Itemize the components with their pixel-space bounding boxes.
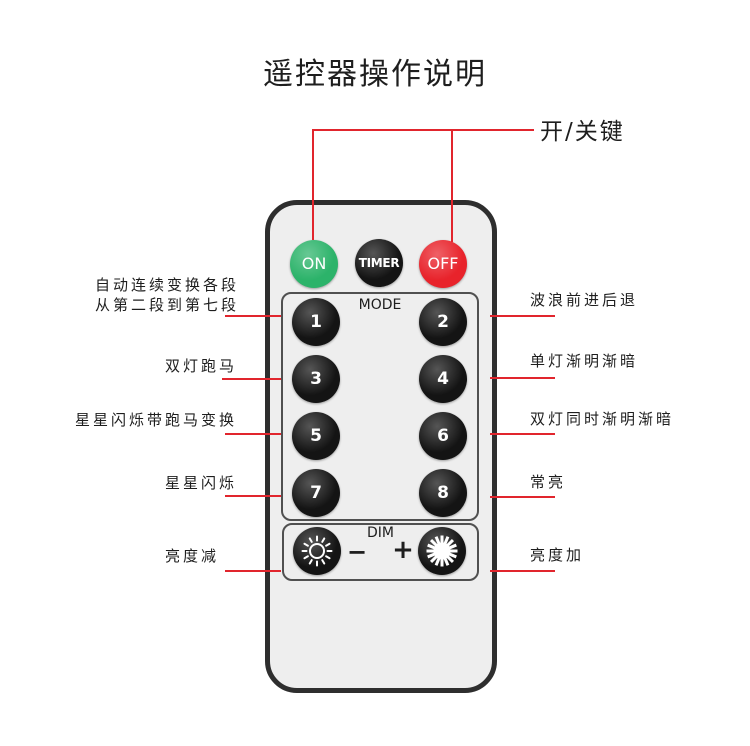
- callout-dim-down-label: 亮度减: [165, 546, 219, 566]
- dim-down-button: [293, 527, 341, 575]
- mode-button-label: 8: [437, 482, 449, 503]
- callout-mode-6-label: 双灯同时渐明渐暗: [530, 409, 674, 429]
- callout-line-mode-4: [490, 377, 555, 379]
- callout-line-mode-7: [225, 495, 281, 497]
- mode-button-grid: 1 2 3 4 5 6 7 8: [292, 298, 467, 517]
- mode-panel: MODE 1 2 3 4 5 6 7 8: [281, 292, 479, 521]
- mode-button-4: 4: [419, 355, 467, 403]
- mode-button-7: 7: [292, 469, 340, 517]
- callout-line-mode-5: [225, 433, 281, 435]
- callout-mode-4-label: 单灯渐明渐暗: [530, 351, 638, 371]
- callout-dim-up-label: 亮度加: [530, 545, 584, 565]
- callout-mode-8-label: 常亮: [530, 472, 566, 492]
- timer-button-label: TIMER: [358, 256, 400, 270]
- callout-line-text: 亮度减: [165, 547, 220, 565]
- callout-line-dim-down: [225, 570, 281, 572]
- mode-button-6: 6: [419, 412, 467, 460]
- callout-line-dim-up: [490, 570, 555, 572]
- dim-label: DIM: [367, 525, 394, 541]
- callout-line-mode-6: [490, 433, 555, 435]
- mode-button-8: 8: [419, 469, 467, 517]
- mode-button-label: 6: [437, 425, 449, 446]
- callout-line-text: 波浪前进后退: [530, 291, 639, 309]
- mode-button-label: 5: [310, 425, 322, 446]
- remote-control: ON TIMER OFF MODE 1 2 3 4 5 6 7 8 DIM: [265, 200, 497, 693]
- power-connector-line: [312, 129, 534, 131]
- off-button-label: OFF: [427, 254, 459, 273]
- mode-button-3: 3: [292, 355, 340, 403]
- sun-outline-icon: [301, 535, 333, 567]
- dim-plus-sign: +: [392, 535, 414, 565]
- on-button: ON: [290, 240, 338, 288]
- mode-label: MODE: [358, 297, 402, 313]
- callout-line-text: 双灯同时渐明渐暗: [530, 410, 675, 428]
- mode-button-label: 2: [437, 311, 449, 332]
- mode-button-5: 5: [292, 412, 340, 460]
- callout-line-text: 单灯渐明渐暗: [530, 352, 639, 370]
- callout-mode-1-label: 自动连续变换各段 从第二段到第七段: [95, 275, 239, 315]
- mode-button-label: 3: [310, 368, 322, 389]
- sun-filled-icon: [426, 535, 458, 567]
- callout-line-text: 自动连续变换各段: [95, 276, 240, 294]
- dim-up-button: [418, 527, 466, 575]
- callout-mode-2-label: 波浪前进后退: [530, 290, 638, 310]
- power-connector-line-on: [312, 129, 314, 240]
- on-button-label: ON: [301, 254, 327, 273]
- dim-minus-sign: −: [346, 538, 368, 566]
- callout-line-mode-2: [490, 315, 555, 317]
- callout-line-text: 亮度加: [530, 546, 585, 564]
- mode-button-label: 1: [310, 311, 322, 332]
- callout-line-mode-1: [225, 315, 281, 317]
- dim-panel: DIM: [282, 523, 479, 581]
- callout-mode-3-label: 双灯跑马: [165, 356, 237, 376]
- callout-line-text: 双灯跑马: [165, 357, 238, 375]
- power-connector-line-off: [451, 129, 453, 242]
- callout-line-text: 星星闪烁带跑马变换: [75, 411, 238, 429]
- mode-button-label: 7: [310, 482, 322, 503]
- power-key-callout-label: 开/关键: [540, 119, 625, 145]
- mode-button-1: 1: [292, 298, 340, 346]
- timer-button: TIMER: [355, 239, 403, 287]
- off-button: OFF: [419, 240, 467, 288]
- callout-mode-5-label: 星星闪烁带跑马变换: [75, 410, 237, 430]
- mode-button-label: 4: [437, 368, 449, 389]
- page-title: 遥控器操作说明: [263, 57, 487, 92]
- callout-line-mode-3: [222, 378, 281, 380]
- callout-mode-7-label: 星星闪烁: [165, 473, 237, 493]
- callout-line-text: 星星闪烁: [165, 474, 238, 492]
- callout-line-text: 从第二段到第七段: [95, 296, 240, 314]
- callout-line-text: 常亮: [530, 473, 567, 491]
- callout-line-mode-8: [490, 496, 555, 498]
- mode-button-2: 2: [419, 298, 467, 346]
